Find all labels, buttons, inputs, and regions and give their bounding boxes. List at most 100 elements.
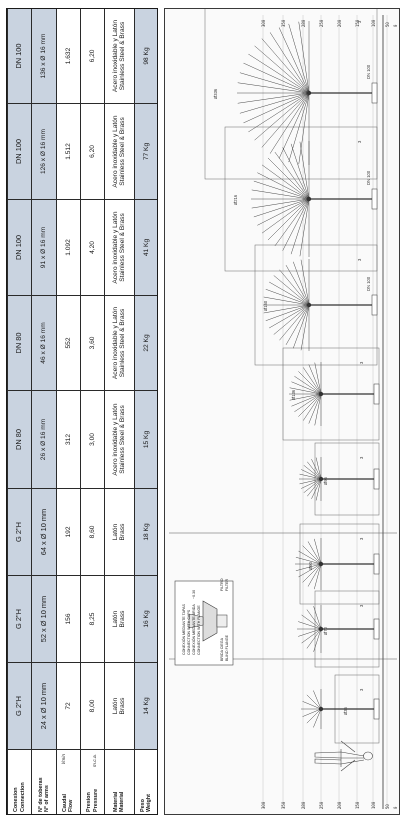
scale-mark: 100 [371,19,376,27]
row-connection: Conexion Connection G 2"H G 2"H G 2"H DN… [7,9,32,814]
cell-weight: 77 Kg [134,103,157,200]
scale-mark: 200 [337,19,342,27]
cell-flow: 72 [56,662,81,750]
cell-nozzles: 64 x Ø 10 mm [31,488,57,576]
detail-line: CONNECTION WITH FLANGE [197,605,201,655]
label-material-en: Material [119,791,126,812]
cell-pressure: 6,20 [80,103,105,200]
nozzle-jet [248,53,310,94]
material-es: Acero inoxidable y Latón [111,403,119,476]
material-en: Stainless Steel & Brass [119,117,127,186]
base-plate [371,294,378,316]
nozzle-hub [318,391,324,397]
nozzle-jet [267,157,310,200]
nozzle-jet [295,563,322,571]
base-plate [371,82,378,104]
nozzle-jet [278,27,310,94]
nozzle-jet [301,469,322,480]
nozzle-jet [302,563,322,583]
nozzle-jet [248,92,310,133]
nozzle-jet [282,147,310,200]
nozzle-jet [303,478,322,493]
nozzle-jet [299,478,322,485]
nozzle-jet [301,628,322,644]
cell-weight: 16 Kg [134,575,157,663]
nozzle-hub [306,196,312,202]
nozzle-hub [306,90,312,96]
cell-nozzles: 52 x Ø 10 mm [31,575,57,663]
nozzle-jet [257,198,310,226]
label-weight: Peso Weight [134,749,157,814]
nozzle-jet [293,261,310,306]
nozzle-jet [302,701,322,710]
height-label: 3 [357,140,362,143]
nozzle-jet [263,304,310,314]
nozzle-jet [313,708,322,728]
cell-nozzles: 126 x Ø 16 mm [31,103,57,200]
label-pressure-en-text: Pressure [92,788,99,812]
nozzle-jet [294,376,322,395]
material-es: Latón [111,523,119,541]
nozzle-jet [301,478,322,489]
cell-pressure: 3,00 [80,390,105,489]
cell-connection: G 2"H [7,488,32,576]
material-es: Latón [111,610,119,628]
scale-gridlines [262,15,388,809]
nozzle-jet [306,708,322,724]
nozzle-jet [269,304,310,329]
nozzle-hub [318,626,324,632]
cell-connection: DN 100 [7,9,32,104]
material-es: Acero inoxidable y Latón [111,306,119,380]
cell-pressure: 3,60 [80,295,105,391]
valve-body-icon [202,600,218,642]
scale-mark: 250 [319,19,324,27]
label-connection-en: Connection [19,782,26,812]
nozzle-hub [318,561,324,567]
nozzle-jet [269,281,310,306]
fountain-frame [204,9,378,180]
row-pressure: Presion m.c.a.Pressure 8,00 8,25 8,60 3,… [80,9,105,814]
nozzle-jet [291,393,322,407]
nozzle-jet [306,609,322,630]
cell-nozzles: 24 x Ø 10 mm [31,662,57,750]
base-plate [371,188,378,210]
label-weight-en: Weight [146,794,153,812]
scale-bottom: 300 350 280 250 200 150 100 50 0 [261,801,398,809]
height-label: 3 [359,456,364,459]
nozzle-jet [265,304,310,321]
cell-connection: DN 100 [7,103,32,200]
nozzle-jet [298,393,322,417]
nozzle-hub [318,706,324,712]
cell-pressure: 8,00 [80,662,105,750]
material-es: Acero inoxidable y Latón [111,211,119,284]
cell-connection: G 2"H [7,662,32,750]
label-nozzles-en: Nº of arms [43,785,50,812]
person-scale-icon [314,740,373,772]
cell-weight: 98 Kg [134,9,157,104]
unit-flow: l/min [62,754,68,765]
nozzle-hub [318,476,324,482]
cell-pressure: 6,20 [80,9,105,104]
detail-bottom: BRIDA CIEGA [220,637,224,661]
cell-flow: 1.092 [56,199,81,296]
nozzle-jet [308,393,322,424]
cell-weight: 14 Kg [134,662,157,750]
nozzle-jet [269,32,310,94]
scale-mark: 300 [261,801,266,809]
nozzle-hub [306,302,312,308]
nozzle-jet [315,478,322,501]
nozzle-jet [303,465,322,480]
nozzle-jet [314,362,322,395]
nozzle-jet [288,23,310,94]
nozzle-jet [298,628,322,637]
base-plate [373,698,380,720]
cell-flow: 312 [56,390,81,489]
nozzle-jet [307,478,322,497]
nozzle-jet [311,478,322,499]
height-label: 3 [357,20,362,23]
